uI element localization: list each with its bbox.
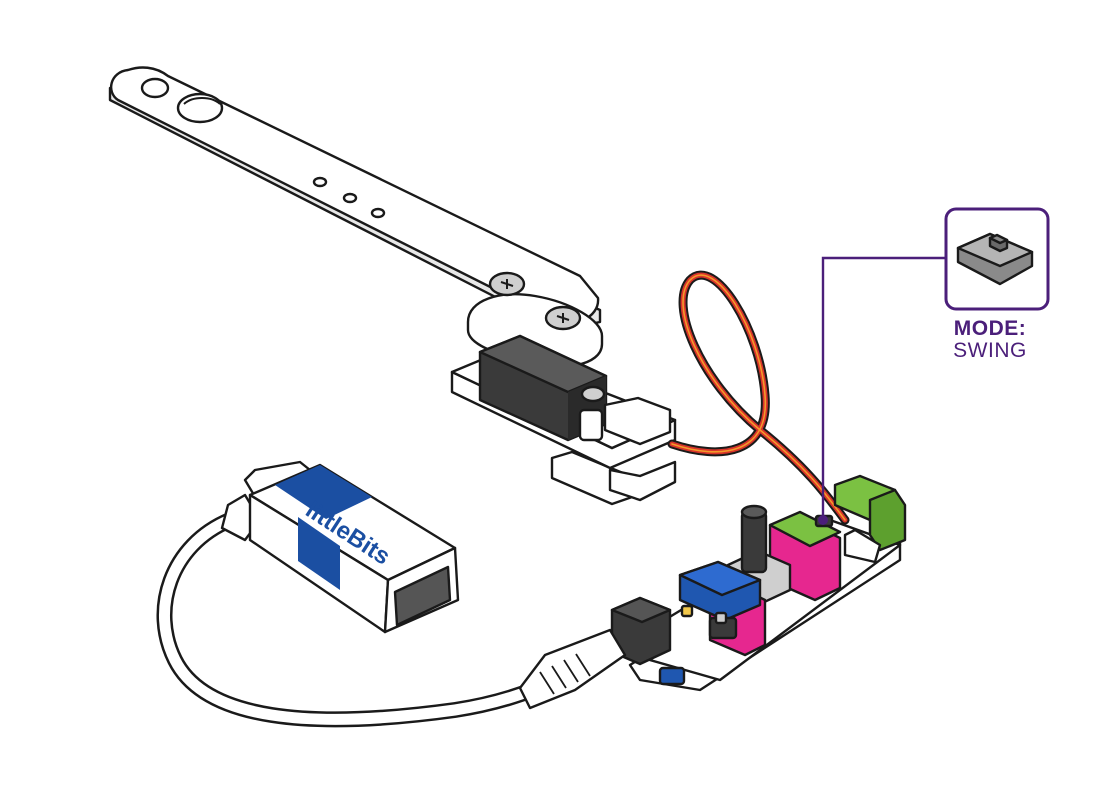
slide-switch-icon <box>956 232 1034 286</box>
screw-icon <box>544 305 582 331</box>
mode-callout <box>818 207 1050 525</box>
servo-arm-icon <box>108 66 604 368</box>
servo-bit <box>833 474 907 564</box>
bits-chain <box>610 474 907 692</box>
servo-motor-icon <box>450 334 677 506</box>
battery-9v-icon: littleBits <box>220 460 460 634</box>
mode-switch-icon <box>708 611 738 640</box>
power-bit <box>678 560 762 622</box>
mode-label: MODE: SWING <box>900 317 1080 363</box>
servo-wire <box>667 270 850 525</box>
mode-label-value: SWING <box>953 339 1027 363</box>
mode-label-key: MODE: <box>953 317 1027 340</box>
power-cable-icon <box>156 512 627 728</box>
screw-icon <box>488 271 526 297</box>
